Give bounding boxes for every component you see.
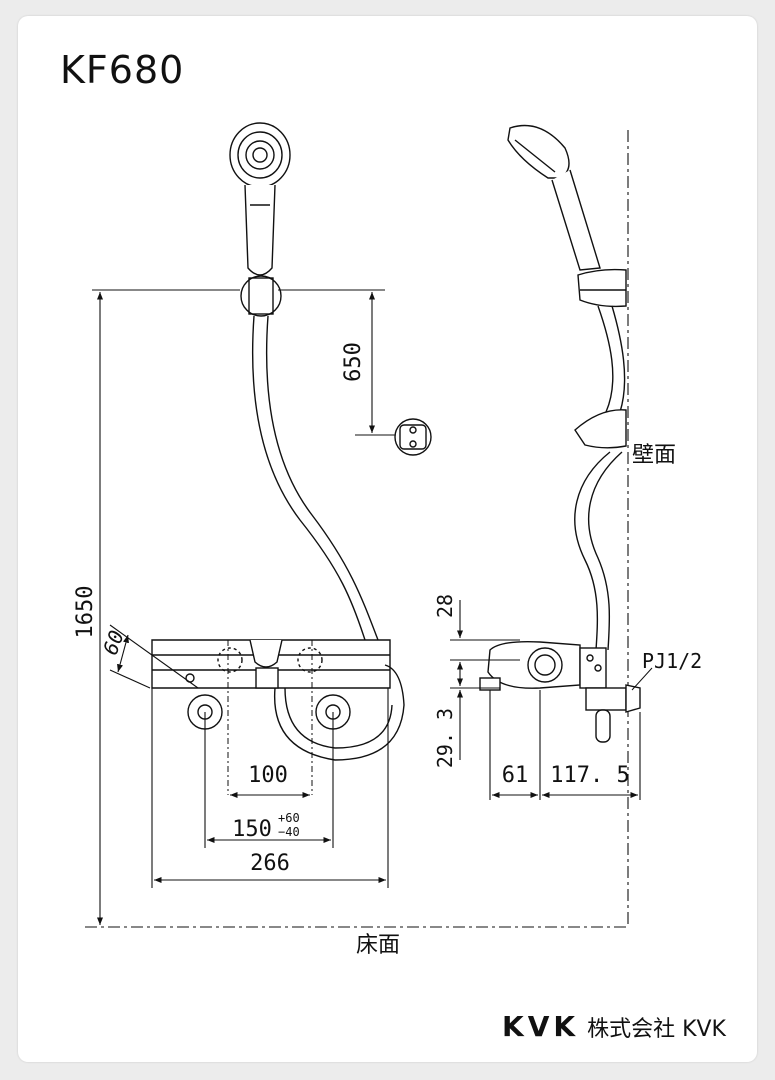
label-28: 28 <box>433 594 457 618</box>
brand-logo: KVK <box>502 1010 580 1043</box>
mixer-body-side <box>479 640 641 743</box>
slide-bar-side <box>574 268 627 449</box>
brand-company: 株式会社 KVK <box>587 1017 726 1042</box>
mixer-body-front <box>151 639 391 689</box>
dimension-61-117 <box>489 690 641 800</box>
thread-leader <box>631 667 653 691</box>
side-view <box>450 124 653 927</box>
label-floor: 床面 <box>356 933 400 958</box>
label-29-3: 29. 3 <box>433 708 457 768</box>
hose-front <box>251 315 366 641</box>
dimension-60 <box>109 624 199 689</box>
dimension-28-29 <box>450 600 520 760</box>
label-150-minus: −40 <box>278 825 300 839</box>
label-61: 61 <box>502 763 529 788</box>
brand-footer: KVK 株式会社 KVK <box>502 1010 726 1043</box>
shower-head-side <box>507 124 570 179</box>
label-thread: PJ1/2 <box>642 649 702 673</box>
label-1650: 1650 <box>73 586 98 639</box>
shower-head-front <box>229 122 291 276</box>
label-266: 266 <box>250 851 290 876</box>
holder-front <box>240 275 282 317</box>
label-117-5: 117. 5 <box>550 763 629 788</box>
label-100: 100 <box>248 763 288 788</box>
dimension-1650 <box>92 289 240 925</box>
label-650: 650 <box>341 342 366 382</box>
label-wall: 壁面 <box>632 443 676 468</box>
hose-side <box>574 451 611 651</box>
label-150-plus: +60 <box>278 811 300 825</box>
label-150: 150 <box>232 817 272 842</box>
wall-bracket-front <box>394 418 432 456</box>
label-60: 60 <box>98 627 129 658</box>
dimension-650 <box>278 289 395 436</box>
model-title: KF680 <box>60 48 185 92</box>
front-view <box>85 122 630 928</box>
